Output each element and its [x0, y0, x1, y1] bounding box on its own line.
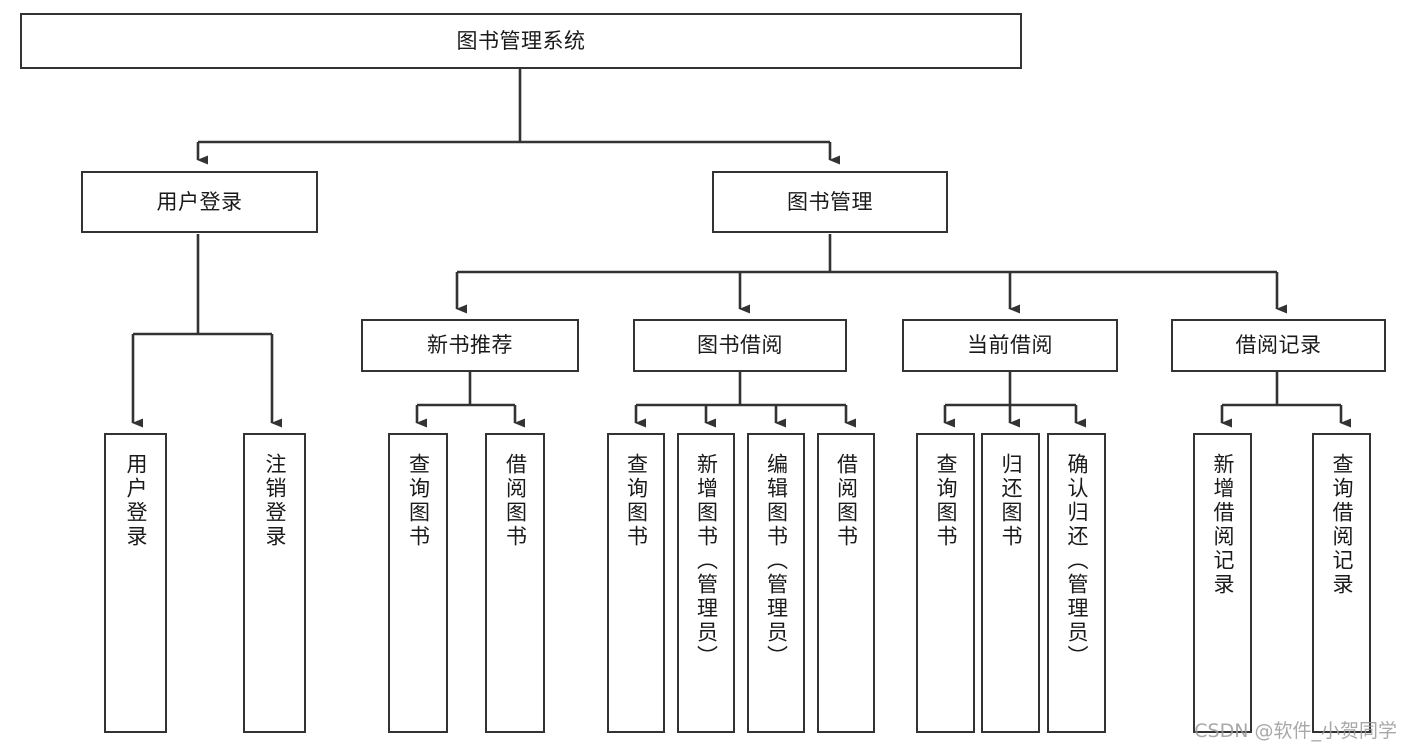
node-current-borrow[interactable]: 当前借阅 [902, 319, 1118, 372]
leaf-user-login-logout[interactable]: 注销登录 [243, 433, 306, 733]
leaf-user-login-login[interactable]: 用户登录 [104, 433, 167, 733]
leaf-borrow-edit-book-admin[interactable]: 编辑图书（管理员） [747, 433, 805, 733]
node-label: 查询借阅记录 [1330, 453, 1354, 597]
leaf-borrow-query-book[interactable]: 查询图书 [607, 433, 665, 733]
node-label: 编辑图书（管理员） [764, 453, 789, 669]
node-label: 图书管理系统 [456, 28, 586, 53]
node-book-management[interactable]: 图书管理 [712, 171, 948, 233]
node-label: 查询图书 [934, 453, 958, 549]
leaf-current-query-book[interactable]: 查询图书 [916, 433, 975, 733]
node-label: 图书借阅 [697, 333, 783, 358]
leaf-record-query-record[interactable]: 查询借阅记录 [1312, 433, 1371, 733]
node-label: 新增图书（管理员） [694, 453, 719, 669]
node-label: 注销登录 [263, 453, 287, 549]
node-label: 查询图书 [624, 453, 649, 549]
leaf-current-return-book[interactable]: 归还图书 [981, 433, 1040, 733]
watermark-text: CSDN @软件_小贺同学 [1194, 720, 1397, 742]
leaf-recommend-borrow-book[interactable]: 借阅图书 [485, 433, 545, 733]
leaf-recommend-query-book[interactable]: 查询图书 [388, 433, 448, 733]
leaf-borrow-borrow-book[interactable]: 借阅图书 [817, 433, 875, 733]
node-label: 新书推荐 [427, 333, 513, 358]
node-label: 当前借阅 [967, 333, 1053, 358]
node-root-system[interactable]: 图书管理系统 [20, 13, 1022, 69]
node-label: 用户登录 [124, 453, 148, 549]
node-label: 借阅图书 [834, 453, 859, 549]
node-label: 用户登录 [156, 189, 243, 214]
node-new-book-recommend[interactable]: 新书推荐 [361, 319, 579, 372]
node-label: 图书管理 [787, 189, 873, 214]
node-label: 查询图书 [406, 453, 431, 549]
node-label: 借阅记录 [1235, 333, 1322, 358]
node-book-borrow[interactable]: 图书借阅 [633, 319, 847, 372]
node-label: 确认归还（管理员） [1065, 453, 1089, 669]
node-user-login[interactable]: 用户登录 [81, 171, 318, 233]
leaf-current-confirm-return-admin[interactable]: 确认归还（管理员） [1047, 433, 1106, 733]
node-borrow-record[interactable]: 借阅记录 [1171, 319, 1386, 372]
node-label: 借阅图书 [503, 453, 528, 549]
node-label: 新增借阅记录 [1211, 453, 1235, 597]
leaf-borrow-add-book-admin[interactable]: 新增图书（管理员） [677, 433, 735, 733]
node-label: 归还图书 [999, 453, 1023, 549]
leaf-record-add-record[interactable]: 新增借阅记录 [1193, 433, 1252, 733]
